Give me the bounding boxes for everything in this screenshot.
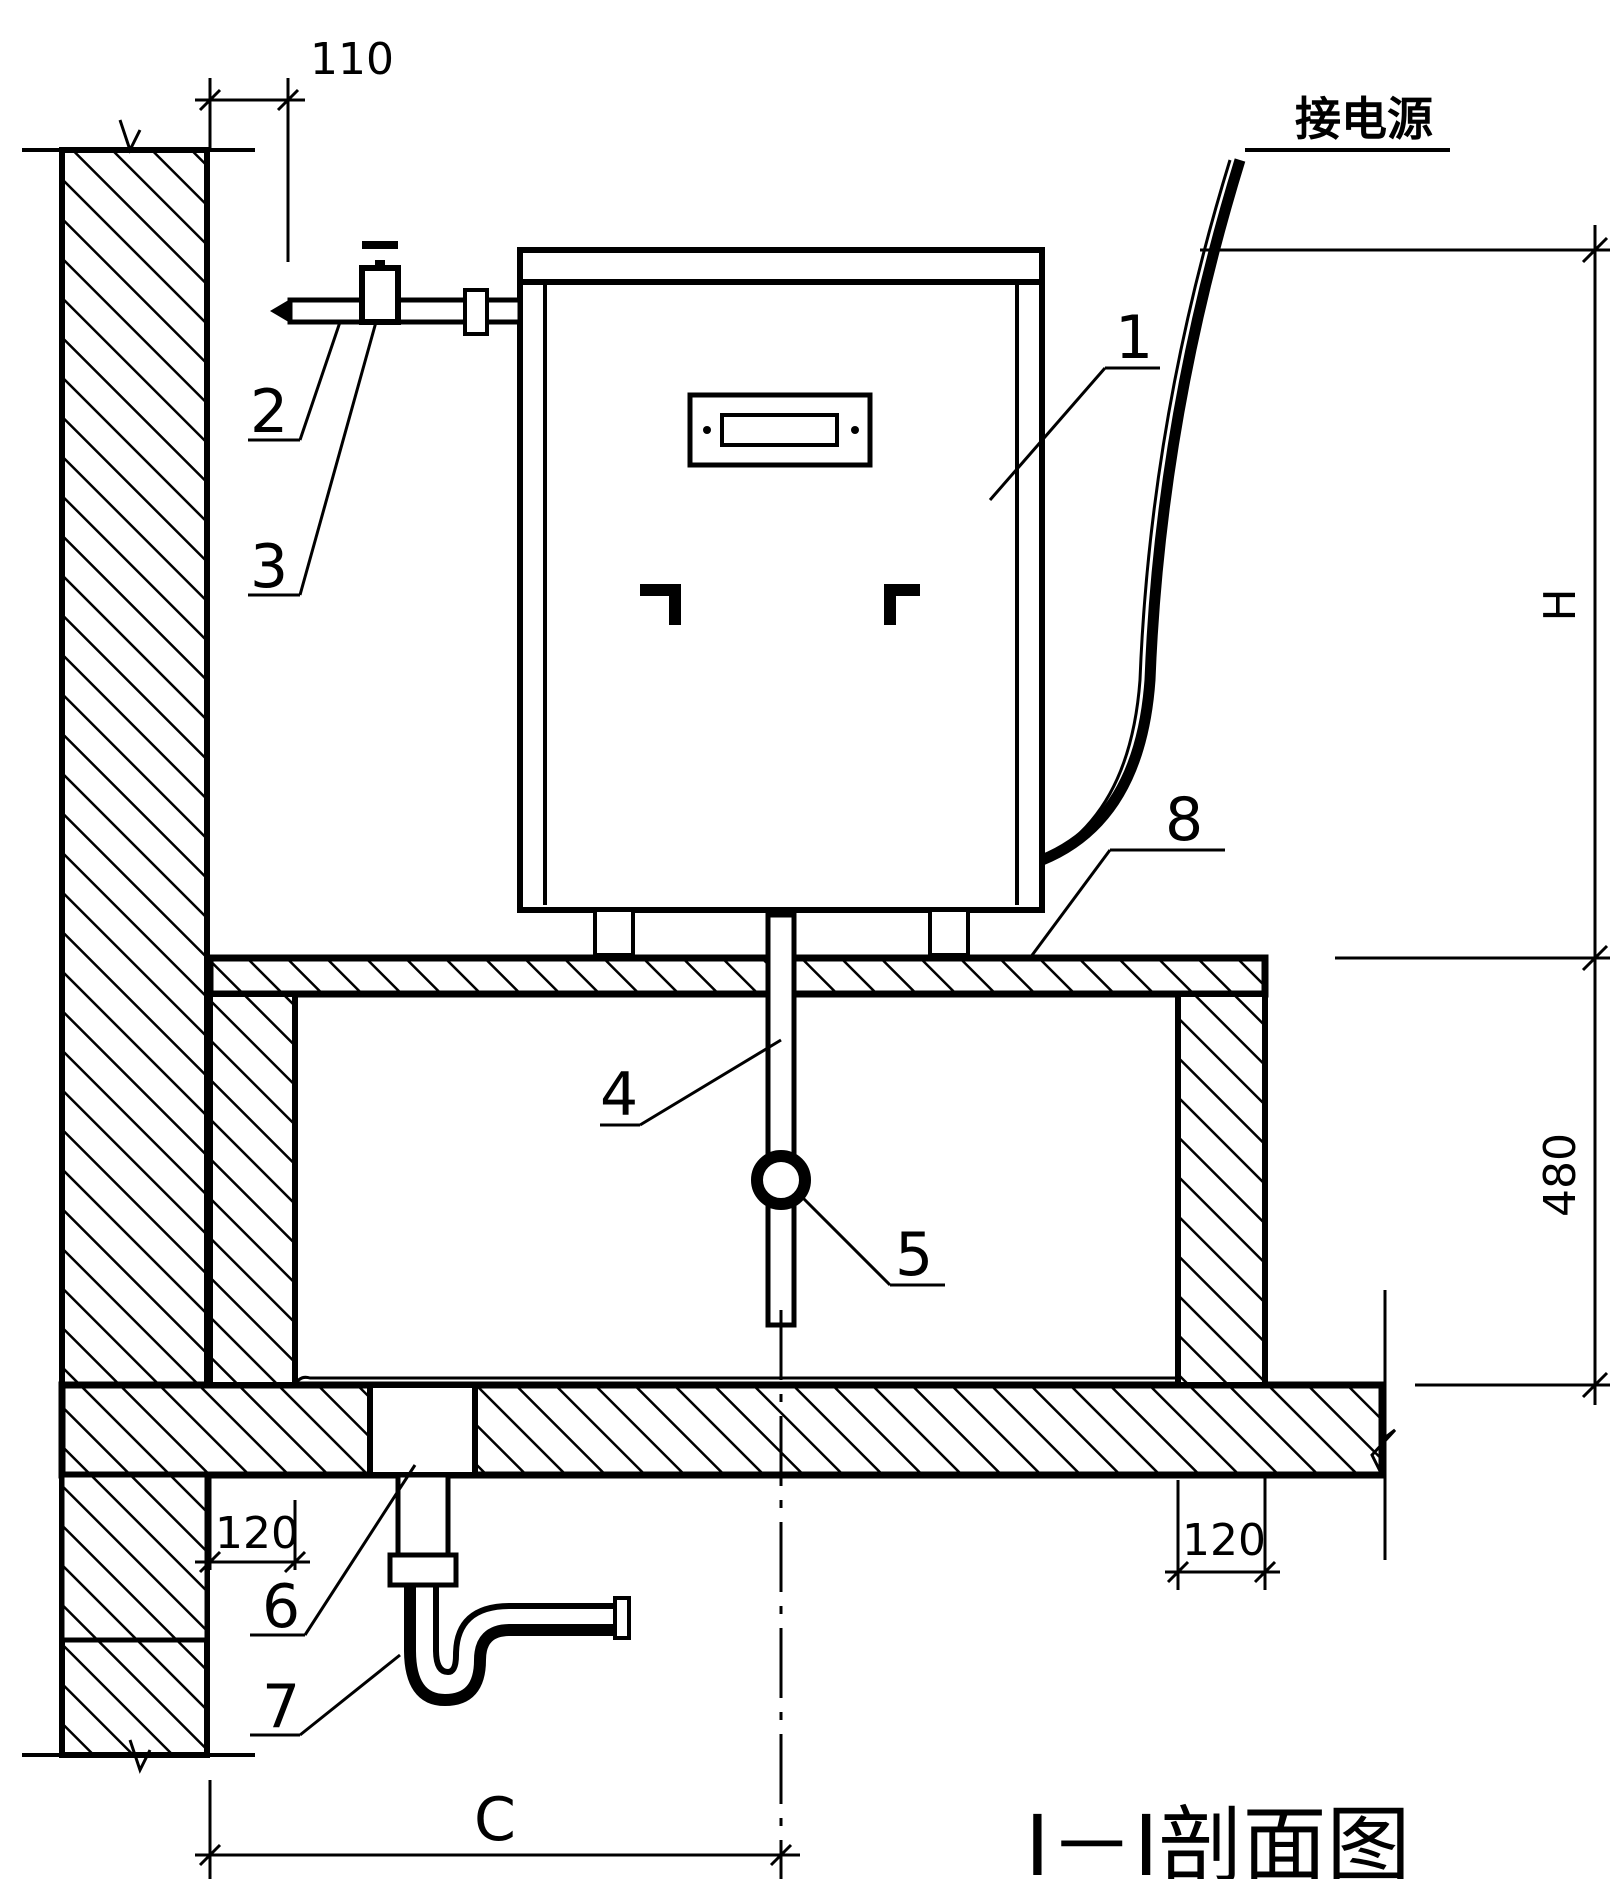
dim-110-text: 110 (310, 34, 394, 85)
tank-handle-right (884, 584, 920, 625)
label-2: 2 (250, 377, 288, 447)
dim-120-left: 120 (195, 1475, 310, 1574)
label-1: 1 (1115, 303, 1153, 373)
dim-120-right-text: 120 (1182, 1515, 1266, 1566)
leaders (248, 321, 1225, 1737)
label-6: 6 (262, 1572, 300, 1642)
label-5: 5 (895, 1220, 933, 1290)
tank-handle-left (640, 584, 681, 625)
label-7: 7 (262, 1672, 300, 1742)
dim-120-right: 120 (1165, 1290, 1387, 1590)
power-label: 接电源 (1295, 92, 1433, 146)
dim-c-text: C (474, 1785, 516, 1855)
dim-110: 110 (195, 34, 394, 262)
dim-120-left-text: 120 (215, 1508, 299, 1559)
label-4: 4 (600, 1060, 638, 1130)
drain-valve (751, 1150, 811, 1210)
dim-h-text: H (1535, 588, 1586, 621)
floor-drain (367, 1382, 631, 1707)
dim-480-text: 480 (1535, 1133, 1586, 1217)
inlet-pipe (270, 241, 523, 336)
power-cable: 接电源 (1039, 92, 1450, 866)
water-tank (517, 247, 1045, 957)
section-title: Ⅰ－Ⅰ剖面图 (1025, 1797, 1411, 1879)
dim-right: H 480 (1200, 225, 1610, 1405)
tank-base (206, 954, 1269, 1388)
label-3: 3 (250, 532, 288, 602)
floor-slab (58, 1381, 1397, 1643)
label-8: 8 (1165, 785, 1203, 855)
drain-trap (404, 1585, 625, 1707)
dim-c: C (195, 1780, 800, 1879)
